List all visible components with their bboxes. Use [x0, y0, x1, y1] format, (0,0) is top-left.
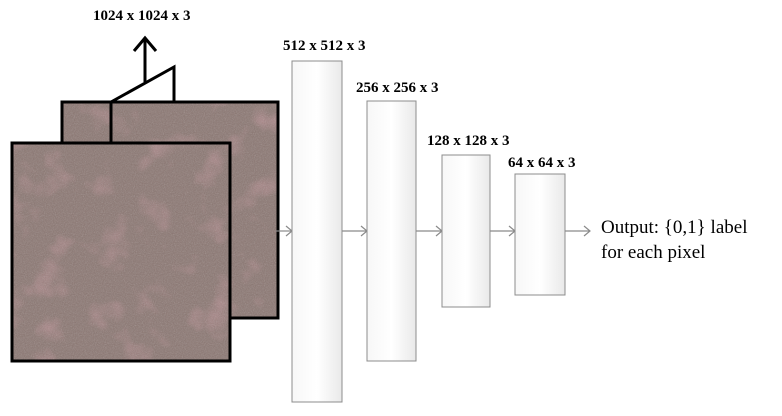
channel-indicator-arrow: [109, 35, 176, 143]
connector-arrow: [416, 225, 443, 237]
layer-label-256: 256 x 256 x 3: [356, 80, 439, 96]
input-image-stack: [10, 35, 280, 363]
output-label-line1: Output: {0,1} label: [601, 217, 747, 238]
layer-label-64: 64 x 64 x 3: [508, 155, 576, 171]
output-label-line2: for each pixel: [601, 242, 705, 263]
output-arrow: [565, 225, 591, 237]
layer-box-128: [441, 154, 491, 308]
layer-box-64: [514, 173, 566, 296]
layer-box-512: [291, 60, 343, 403]
layer-label-128: 128 x 128 x 3: [427, 133, 510, 149]
layer-box-256: [366, 100, 417, 362]
input-image-front: [10, 141, 232, 363]
layer-label-512: 512 x 512 x 3: [283, 38, 366, 54]
connector-arrow: [490, 225, 516, 237]
connector-arrow: [342, 225, 368, 237]
input-size-label: 1024 x 1024 x 3: [93, 8, 191, 24]
